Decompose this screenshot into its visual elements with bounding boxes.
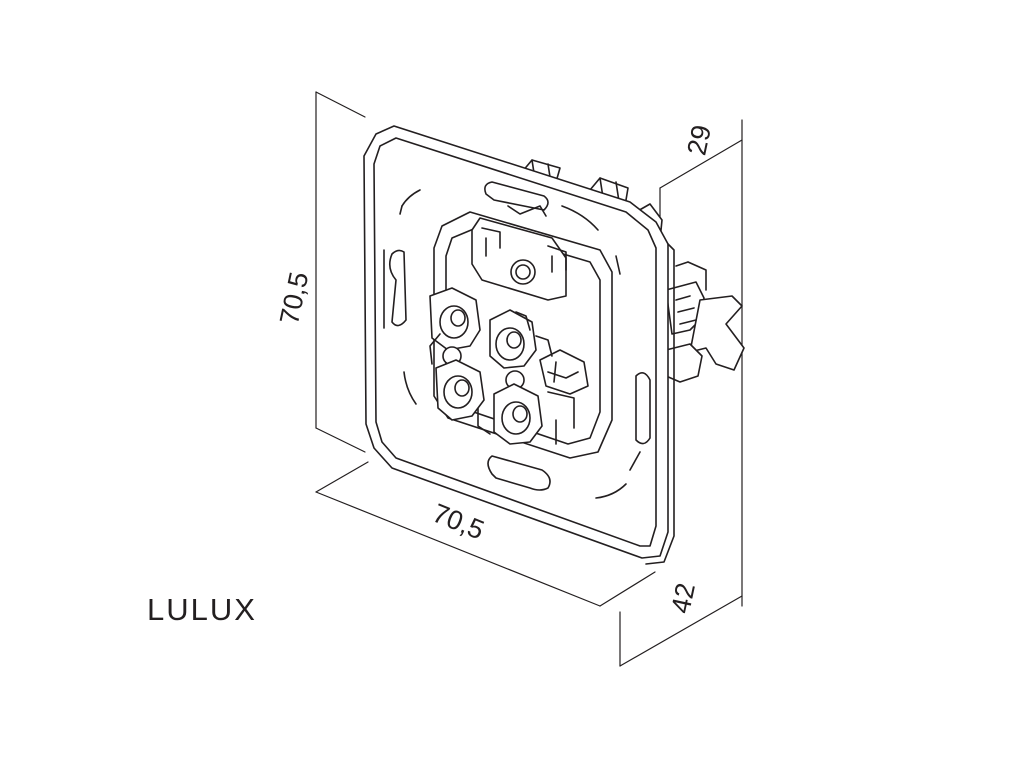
dimension-width-label: 70,5 xyxy=(428,498,488,546)
dimension-top-depth-label: 29 xyxy=(681,122,717,158)
dimension-total-depth-label: 42 xyxy=(665,580,701,616)
socket-contacts xyxy=(429,287,589,445)
mounting-slots xyxy=(383,181,651,499)
brand-name: LULUX xyxy=(147,592,257,627)
dimension-lines xyxy=(315,91,743,667)
dimension-height-label: 70,5 xyxy=(274,269,314,327)
